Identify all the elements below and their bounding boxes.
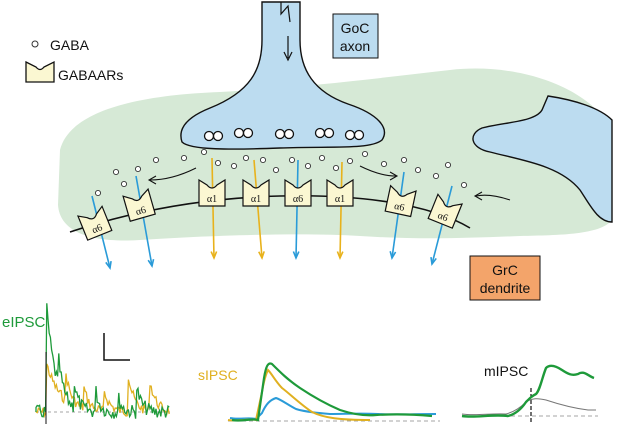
mipsc-label: mIPSC bbox=[484, 363, 528, 379]
receptor-2: α6 bbox=[122, 187, 156, 222]
action-potential-icon bbox=[280, 2, 291, 23]
spillover-arrows bbox=[147, 165, 511, 201]
sipsc-trace-green bbox=[231, 362, 433, 422]
grc-dendrite-label-box bbox=[469, 255, 541, 301]
eipsc-trace-green bbox=[35, 303, 170, 419]
receptor-8: α6 bbox=[427, 193, 464, 229]
current-arrowhead-3 bbox=[210, 251, 218, 261]
receptor-shape bbox=[284, 178, 312, 207]
receptor-shape bbox=[427, 193, 464, 229]
receptor-label: α6 bbox=[135, 205, 148, 218]
gaba-molecules bbox=[94, 148, 468, 197]
current-arrowhead-6 bbox=[336, 251, 344, 261]
grc-label-line1: GrC bbox=[492, 262, 518, 278]
receptor-3: α1 bbox=[198, 178, 226, 207]
receptor-4: α1 bbox=[242, 178, 270, 207]
receptor-label: α6 bbox=[293, 194, 303, 205]
current-arrow-5 bbox=[295, 159, 299, 259]
current-arrowhead-1 bbox=[105, 260, 112, 270]
receptor-label: α1 bbox=[251, 194, 261, 205]
current-arrowhead-4 bbox=[258, 251, 265, 261]
receptor-label: α6 bbox=[436, 210, 450, 224]
receptor-7: α6 bbox=[384, 184, 417, 218]
scale-bar bbox=[103, 333, 130, 361]
current-arrow-4 bbox=[253, 159, 263, 259]
receptor-shape bbox=[242, 178, 270, 207]
current-arrowhead-8 bbox=[430, 256, 437, 266]
receptor-label: α6 bbox=[393, 201, 405, 214]
sipsc-label: sIPSC bbox=[198, 367, 238, 383]
mipsc-trace-green bbox=[461, 364, 595, 418]
receptor-1: α6 bbox=[76, 205, 113, 241]
current-arrowhead-5 bbox=[292, 251, 300, 261]
current-arrow-6 bbox=[339, 161, 343, 259]
current-arrow-3 bbox=[211, 157, 215, 259]
gaba-legend-label: GABA bbox=[50, 37, 90, 53]
receptor-legend-icon bbox=[25, 60, 55, 83]
receptor-shape bbox=[198, 178, 226, 207]
receptor-label: α1 bbox=[335, 194, 345, 205]
current-arrow-8 bbox=[431, 185, 453, 265]
current-arrow-2 bbox=[135, 175, 153, 267]
synaptic-vesicles bbox=[203, 127, 365, 142]
receptor-shape bbox=[122, 187, 156, 222]
second-axon-terminal bbox=[472, 95, 613, 223]
goc-axon-label-box bbox=[332, 13, 379, 59]
current-arrowhead-7 bbox=[389, 251, 397, 261]
gaba-legend-icon bbox=[31, 40, 39, 48]
receptor-shape bbox=[326, 178, 354, 207]
current-arrow-7 bbox=[391, 171, 405, 259]
grc-label-line2: dendrite bbox=[480, 280, 531, 296]
receptor-label: α1 bbox=[207, 194, 217, 205]
receptor-shape bbox=[76, 205, 113, 241]
goc-label-line1: GoC bbox=[341, 20, 370, 36]
grc-tissue-background bbox=[58, 68, 612, 241]
spike-arrow-icon bbox=[283, 36, 293, 62]
gabaa-receptors: α6 α6 α1 α1 α6 α1 α6 α6 bbox=[76, 178, 464, 241]
receptor-label: α6 bbox=[90, 222, 104, 236]
goc-axon-terminal bbox=[180, 1, 386, 150]
receptor-shape bbox=[384, 184, 417, 218]
mipsc-trace-gray bbox=[461, 398, 596, 416]
goc-label-line2: axon bbox=[340, 38, 370, 54]
receptor-5: α6 bbox=[284, 178, 312, 207]
receptor-currents bbox=[91, 157, 453, 270]
eipsc-label: eIPSC bbox=[2, 314, 46, 331]
current-arrowhead-2 bbox=[147, 258, 155, 269]
receptor-legend-label: GABAARs bbox=[58, 67, 123, 83]
receptor-6: α1 bbox=[326, 178, 354, 207]
